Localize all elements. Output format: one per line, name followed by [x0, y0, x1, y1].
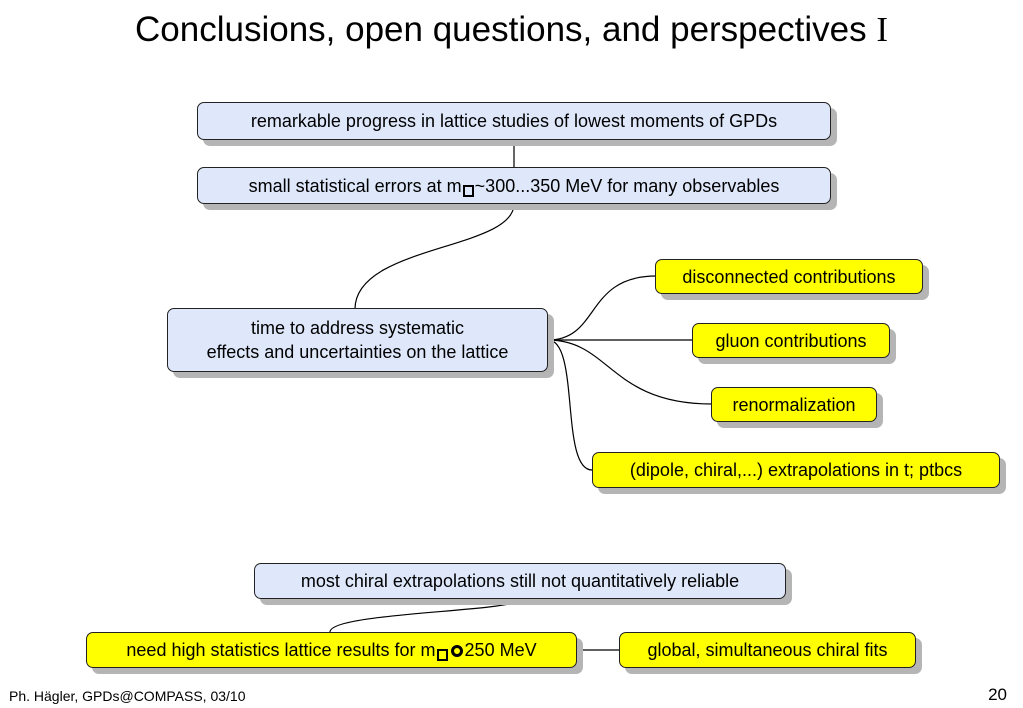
connector-errors-systematic	[354, 203, 515, 310]
node-global-chiral-fits: global, simultaneous chiral fits	[619, 632, 916, 668]
connector-chiral-highstats	[329, 598, 521, 633]
node-renormalization: renormalization	[711, 387, 877, 422]
slide-title-text: Conclusions, open questions, and perspec…	[135, 10, 867, 49]
page-number: 20	[988, 685, 1007, 704]
missing-glyph-ring-icon	[450, 645, 463, 657]
node-small-errors: small statistical errors at m~300...350 …	[197, 167, 831, 204]
node-chiral-not-reliable: most chiral extrapolations still not qua…	[254, 563, 786, 599]
node-systematic-effects: time to address systematic effects and u…	[167, 308, 548, 372]
connector-systematic-disconnected	[547, 275, 657, 341]
node-global-chiral-fits-label: global, simultaneous chiral fits	[647, 640, 888, 660]
node-gluon-contributions: gluon contributions	[692, 323, 890, 358]
missing-glyph-box-icon	[462, 184, 474, 197]
node-systematic-effects-label: time to address systematic effects and u…	[206, 318, 509, 362]
node-high-statistics-label: need high statistics lattice results for…	[126, 640, 537, 661]
node-small-errors-label: small statistical errors at m~300...350 …	[248, 175, 780, 197]
node-disconnected-contributions-label: disconnected contributions	[682, 266, 896, 287]
footer-author: Ph. Hägler, GPDs@COMPASS, 03/10	[9, 688, 246, 704]
slide-title: Conclusions, open questions, and perspec…	[0, 10, 1023, 50]
node-remarkable-progress-label: remarkable progress in lattice studies o…	[250, 111, 778, 131]
node-remarkable-progress: remarkable progress in lattice studies o…	[197, 102, 831, 140]
slide-title-numeral: I	[876, 10, 888, 49]
connector-systematic-extrapolations	[547, 339, 593, 471]
connector-systematic-renormalization	[547, 339, 713, 405]
node-disconnected-contributions: disconnected contributions	[655, 259, 923, 294]
node-gluon-contributions-label: gluon contributions	[715, 330, 867, 351]
node-extrapolations-label: (dipole, chiral,...) extrapolations in t…	[629, 460, 963, 480]
node-extrapolations: (dipole, chiral,...) extrapolations in t…	[592, 452, 1000, 488]
node-high-statistics: need high statistics lattice results for…	[86, 632, 577, 668]
node-renormalization-label: renormalization	[732, 394, 856, 415]
missing-glyph-box-icon	[436, 649, 448, 661]
node-chiral-not-reliable-label: most chiral extrapolations still not qua…	[300, 571, 740, 591]
